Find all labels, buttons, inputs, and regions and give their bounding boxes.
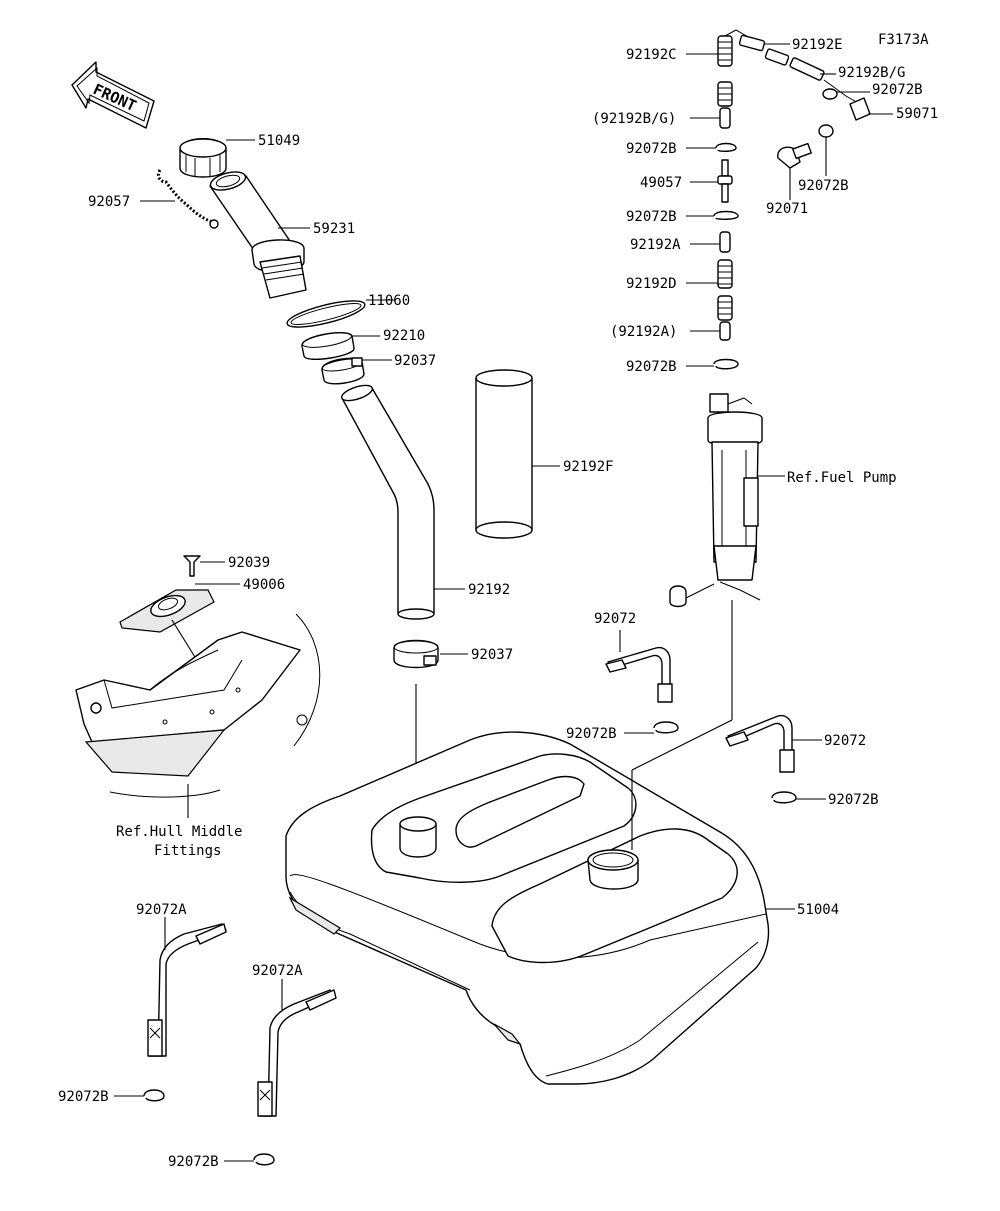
clip-mid xyxy=(653,721,679,734)
callout-92072B-right: 92072B xyxy=(828,792,879,808)
hose-59071 xyxy=(849,97,871,121)
fuel-pump-assembly xyxy=(669,393,763,608)
clip-left-2 xyxy=(253,1153,275,1166)
neck-nut xyxy=(301,332,355,360)
clip-right-2 xyxy=(818,124,834,138)
callout-49006: 49006 xyxy=(243,577,285,593)
callout-92072A-left: 92072A xyxy=(136,902,187,918)
callout-92072-right: 92072 xyxy=(824,733,866,749)
rivet xyxy=(183,555,201,577)
callout-92072B-s2: 92072B xyxy=(626,209,677,225)
callout-51004: 51004 xyxy=(797,902,839,918)
check-valve-92071 xyxy=(777,142,812,169)
strap-92072-right xyxy=(725,714,795,773)
callout-92192BG: 92192B/G xyxy=(838,65,905,81)
callout-92072B-left2: 92072B xyxy=(168,1154,219,1170)
callout-92210: 92210 xyxy=(383,328,425,344)
callout-92037-lower: 92037 xyxy=(471,647,513,663)
callout-92072B-left1: 92072B xyxy=(58,1089,109,1105)
callout-92192A-paren: (92192A) xyxy=(610,324,677,340)
callout-92192: 92192 xyxy=(468,582,510,598)
hose-92192A xyxy=(719,231,731,253)
clip-stack-1 xyxy=(715,142,737,153)
cap-tether xyxy=(156,169,219,229)
strap-92072A-left xyxy=(147,923,227,1057)
clip-right-bottom xyxy=(771,791,797,804)
hose-92192E xyxy=(738,34,790,66)
callout-92072B-r1: 92072B xyxy=(872,82,923,98)
callout-92057: 92057 xyxy=(88,194,130,210)
o-ring xyxy=(286,300,366,328)
strap-92072A-center xyxy=(257,989,337,1117)
filler-hose xyxy=(340,384,435,620)
callout-49057: 49057 xyxy=(640,175,682,191)
hose-92192BG xyxy=(789,57,861,105)
callout-92192E: 92192E xyxy=(792,37,843,53)
callout-92192C: 92192C xyxy=(626,47,677,63)
hose-92192A-paren xyxy=(717,295,733,341)
joint-49057 xyxy=(717,159,733,203)
clip-stack-2 xyxy=(713,210,739,221)
fuel-tank xyxy=(285,731,770,1085)
callout-92072-upper: 92072 xyxy=(594,611,636,627)
clip-left-1 xyxy=(143,1089,165,1102)
callout-59231: 59231 xyxy=(313,221,355,237)
callout-92072B-s1: 92072B xyxy=(626,141,677,157)
vent-hose-large xyxy=(475,369,533,539)
filler-neck xyxy=(209,171,307,299)
hose-clamp-upper xyxy=(321,357,365,385)
callout-92039: 92039 xyxy=(228,555,270,571)
callout-92192D: 92192D xyxy=(626,276,677,292)
hose-92192C xyxy=(717,29,751,67)
ref-hull-label-line1: Ref.Hull Middle xyxy=(116,824,242,840)
hose-clamp-lower xyxy=(393,639,439,669)
callout-92192BG-paren: (92192B/G) xyxy=(592,111,676,127)
callout-92192A: 92192A xyxy=(630,237,681,253)
figure-code: F3173A xyxy=(878,32,929,48)
callout-92072B-s3: 92072B xyxy=(626,359,677,375)
callout-92071: 92071 xyxy=(766,201,808,217)
filler-cap xyxy=(179,138,227,178)
clip-stack-3 xyxy=(713,358,739,370)
filler-seal xyxy=(119,589,215,633)
strap-92072-upper xyxy=(605,646,673,703)
callout-92072A-center: 92072A xyxy=(252,963,303,979)
hose-92192D xyxy=(717,259,733,289)
hose-92192BG-paren xyxy=(717,81,733,129)
callout-11060: 11060 xyxy=(368,293,410,309)
callout-59071: 59071 xyxy=(896,106,938,122)
callout-92037-upper: 92037 xyxy=(394,353,436,369)
callout-92192F: 92192F xyxy=(563,459,614,475)
hull-middle-fittings xyxy=(75,613,321,798)
ref-hull-label-line2: Fittings xyxy=(154,843,221,859)
front-arrow: FRONT xyxy=(71,61,155,129)
callout-92072B-r2: 92072B xyxy=(798,178,849,194)
callout-92072B-mid: 92072B xyxy=(566,726,617,742)
ref-fuel-pump-label: Ref.Fuel Pump xyxy=(787,470,897,486)
callout-51049: 51049 xyxy=(258,133,300,149)
clip-right-1 xyxy=(822,88,838,100)
